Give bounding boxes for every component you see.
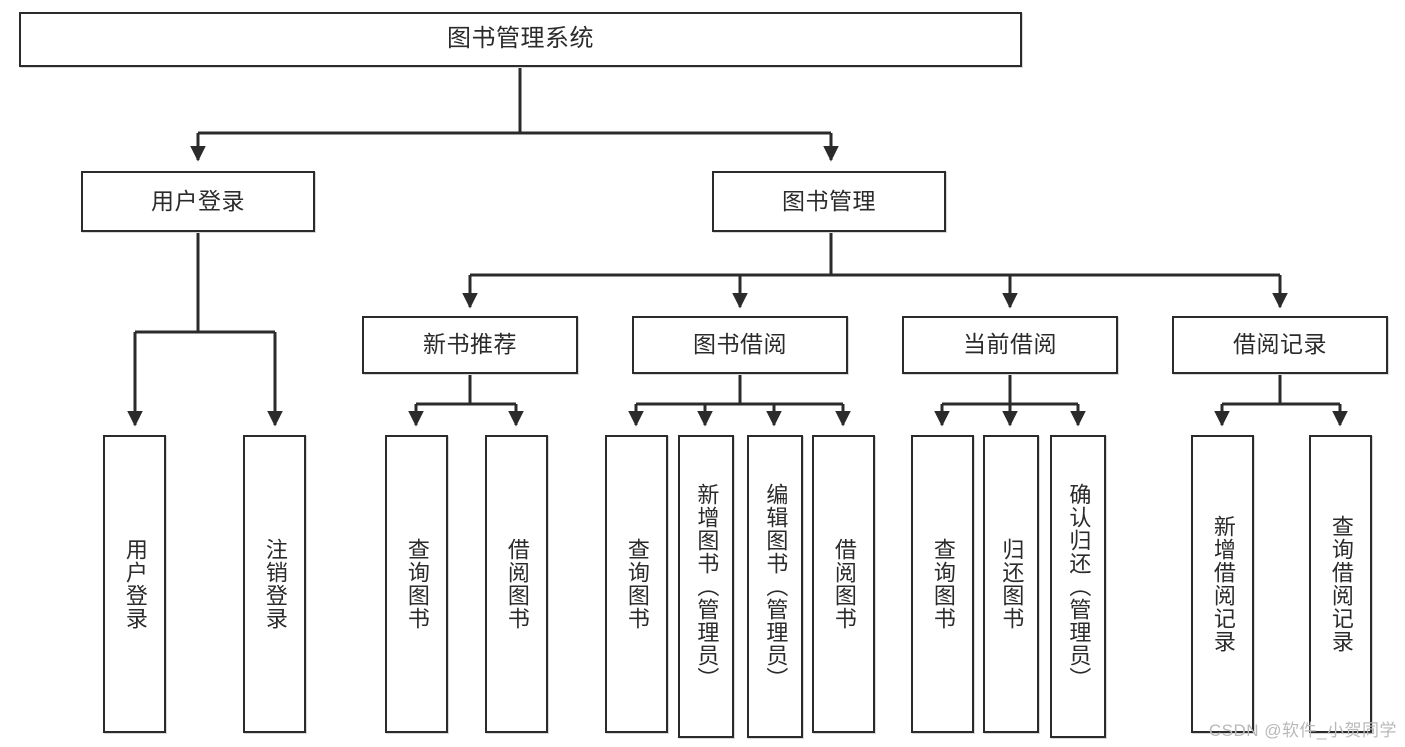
node-label: 借阅图书: [831, 538, 857, 630]
node-new-book-recommend[interactable]: 新书推荐: [362, 316, 578, 374]
node-label: 借阅记录: [1233, 331, 1327, 358]
node-user-login[interactable]: 用户登录: [81, 171, 315, 232]
node-label: 图书借阅: [693, 331, 787, 358]
node-label: 查询图书: [624, 538, 650, 630]
node-current-borrow[interactable]: 当前借阅: [902, 316, 1118, 374]
node-label: 查询借阅记录: [1328, 515, 1354, 653]
node-label: 新书推荐: [423, 331, 517, 358]
node-label: 用户登录: [122, 538, 148, 630]
csdn-watermark: CSDN @软件_小贺同学: [1208, 721, 1397, 740]
node-label: 当前借阅: [963, 331, 1057, 358]
node-label: 编辑图书（管理员）: [763, 483, 789, 690]
node-label: 新增借阅记录: [1210, 515, 1236, 653]
node-leaf-edit-book-admin[interactable]: 编辑图书（管理员）: [747, 435, 803, 738]
node-label: 图书管理系统: [447, 25, 594, 53]
node-leaf-add-book-admin[interactable]: 新增图书（管理员）: [678, 435, 734, 738]
node-label: 图书管理: [782, 187, 876, 214]
node-leaf-return-book[interactable]: 归还图书: [983, 435, 1039, 733]
node-leaf-query-book-recommend[interactable]: 查询图书: [385, 435, 448, 733]
node-leaf-query-book-borrow[interactable]: 查询图书: [605, 435, 668, 733]
node-root-book-management-system[interactable]: 图书管理系统: [19, 12, 1022, 67]
node-leaf-confirm-return-admin[interactable]: 确认归还（管理员）: [1050, 435, 1106, 738]
node-leaf-query-borrow-record[interactable]: 查询借阅记录: [1309, 435, 1372, 733]
node-label: 用户登录: [151, 187, 245, 214]
node-label: 借阅图书: [504, 538, 530, 630]
node-label: 确认归还（管理员）: [1066, 483, 1092, 690]
node-leaf-borrow-book[interactable]: 借阅图书: [812, 435, 875, 733]
node-label: 新增图书（管理员）: [694, 483, 720, 690]
node-book-borrow[interactable]: 图书借阅: [632, 316, 848, 374]
node-leaf-user-login[interactable]: 用户登录: [103, 435, 166, 733]
node-label: 注销登录: [262, 538, 288, 630]
node-label: 归还图书: [999, 538, 1025, 630]
node-label: 查询图书: [930, 538, 956, 630]
node-leaf-borrow-book-recommend[interactable]: 借阅图书: [485, 435, 548, 733]
node-leaf-add-borrow-record[interactable]: 新增借阅记录: [1191, 435, 1254, 733]
node-leaf-query-book-current[interactable]: 查询图书: [911, 435, 974, 733]
node-book-management[interactable]: 图书管理: [712, 171, 946, 232]
node-label: 查询图书: [404, 538, 430, 630]
node-leaf-logout-login[interactable]: 注销登录: [243, 435, 306, 733]
node-borrow-record[interactable]: 借阅记录: [1172, 316, 1388, 374]
